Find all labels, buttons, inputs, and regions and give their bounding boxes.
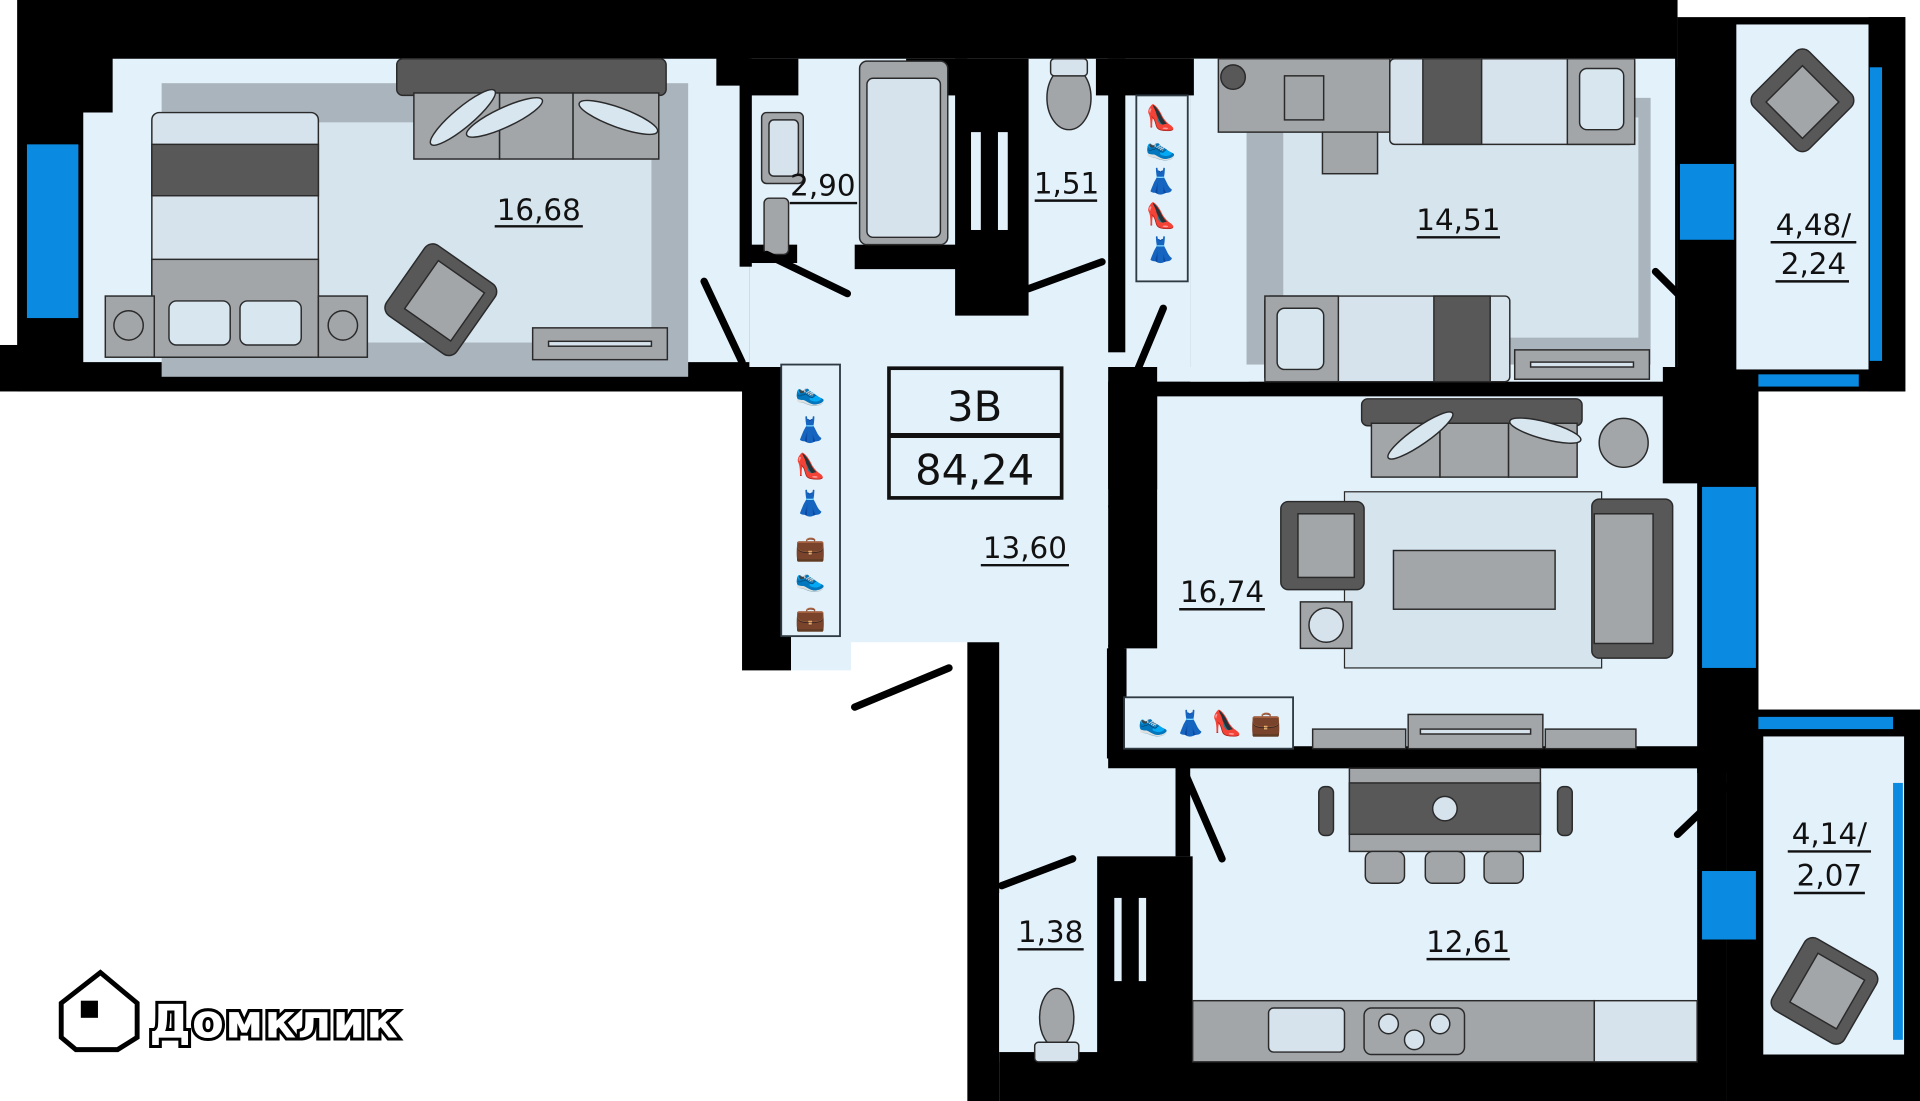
balcony-furniture bbox=[1750, 48, 1879, 1045]
svg-text:💼: 💼 bbox=[795, 603, 825, 632]
windows bbox=[26, 67, 1903, 1040]
svg-text:👠: 👠 bbox=[1146, 201, 1176, 230]
room-area-balcony-2-reduced: 2,07 bbox=[1797, 859, 1862, 893]
room-area-wc-2: 1,38 bbox=[1018, 915, 1083, 949]
room-area-hallway: 13,60 bbox=[983, 531, 1067, 565]
svg-text:💼: 💼 bbox=[1251, 709, 1281, 738]
svg-text:💼: 💼 bbox=[795, 534, 825, 563]
svg-text:👗: 👗 bbox=[1146, 235, 1176, 264]
svg-text:👟: 👟 bbox=[795, 378, 825, 408]
svg-text:👗: 👗 bbox=[1175, 709, 1205, 738]
kitchen-furniture bbox=[1033, 767, 1698, 1063]
house-logo-icon bbox=[58, 969, 140, 1053]
domclick-logo: Домклик bbox=[58, 969, 401, 1053]
room-area-kitchen: 12,61 bbox=[1426, 925, 1510, 959]
internal-walls bbox=[739, 17, 1906, 1101]
svg-text:👠: 👠 bbox=[1212, 709, 1242, 738]
room-area-bedroom-1: 16,68 bbox=[497, 193, 581, 227]
room-area-balcony-1: 4,48/ bbox=[1776, 208, 1851, 242]
bathroom-fixtures bbox=[760, 57, 1092, 256]
room-area-wc-1: 1,51 bbox=[1034, 166, 1099, 200]
bedroom-1-furniture bbox=[104, 57, 689, 377]
living-room-furniture: 👟 👗 👠 💼 bbox=[1123, 398, 1674, 750]
room-area-balcony-2: 4,14/ bbox=[1792, 817, 1867, 851]
hall-wardrobe-left: 👟 👗 👠 👗 💼 👟 💼 bbox=[780, 363, 841, 638]
svg-text:👗: 👗 bbox=[795, 488, 825, 517]
apartment-summary-box: 3В 84,24 bbox=[887, 366, 1064, 500]
svg-text:👟: 👟 bbox=[1146, 132, 1176, 162]
svg-text:👟: 👟 bbox=[795, 564, 825, 594]
svg-text:👠: 👠 bbox=[1146, 103, 1176, 132]
room-area-living-room: 16,74 bbox=[1180, 575, 1264, 609]
svg-text:👟: 👟 bbox=[1138, 709, 1168, 739]
room-area-bedroom-2: 14,51 bbox=[1416, 203, 1500, 237]
door-swings bbox=[700, 250, 1736, 890]
total-area: 84,24 bbox=[915, 445, 1034, 494]
bedroom-2-furniture bbox=[1217, 57, 1651, 383]
svg-text:👗: 👗 bbox=[795, 415, 825, 444]
room-labels: 16,68 2,90 1,51 14,51 4,48/ 2,24 13,60 1… bbox=[494, 166, 1872, 961]
svg-text:👠: 👠 bbox=[795, 452, 825, 481]
hall-wardrobe-top: 👠 👟 👗 👠 👗 bbox=[1135, 94, 1189, 283]
logo-text: Домклик bbox=[149, 994, 399, 1048]
room-area-bathroom: 2,90 bbox=[790, 169, 855, 203]
apartment-type: 3В bbox=[947, 382, 1002, 431]
svg-text:👗: 👗 bbox=[1146, 167, 1176, 196]
room-area-balcony-1-reduced: 2,24 bbox=[1781, 247, 1846, 281]
